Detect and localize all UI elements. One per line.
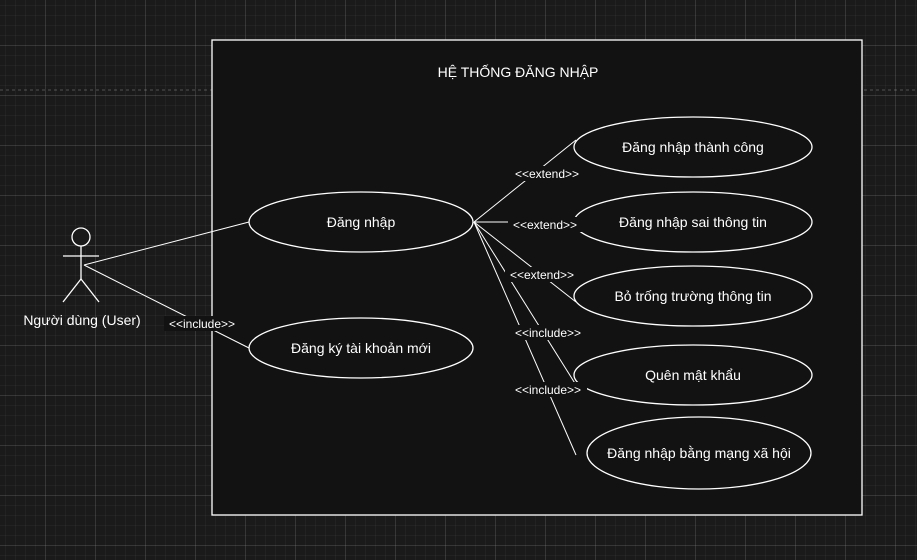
- use-case-social-login-label: Đăng nhập bằng mạng xã hội: [607, 445, 791, 461]
- label-bg-extend-empty: [505, 267, 579, 282]
- stereotype-extend-wrong: <<extend>>: [513, 218, 577, 232]
- actor-right-leg: [80, 278, 100, 303]
- label-bg-include-register: [164, 316, 240, 331]
- use-case-login[interactable]: [248, 191, 474, 253]
- actor-left-leg: [62, 278, 82, 303]
- actor-label: Người dùng (User): [23, 312, 140, 328]
- stereotype-extend-success: <<extend>>: [515, 167, 579, 181]
- stereotype-include-social: <<include>>: [515, 383, 581, 397]
- association-actor-register[interactable]: [83, 264, 250, 349]
- label-bg-extend-success: [509, 166, 585, 181]
- label-bg-include-forgot: [509, 325, 587, 340]
- use-case-empty-fields[interactable]: [573, 265, 813, 327]
- use-case-login-success[interactable]: [573, 116, 813, 178]
- use-case-social-login[interactable]: [586, 416, 812, 490]
- use-case-forgot-password[interactable]: [573, 344, 813, 406]
- stereotype-include-register: <<include>>: [169, 317, 235, 331]
- label-bg-include-social: [509, 382, 587, 397]
- actor-figure[interactable]: [62, 227, 100, 303]
- use-case-forgot-password-label: Quên mật khẩu: [645, 367, 741, 383]
- stereotype-extend-empty: <<extend>>: [510, 268, 574, 282]
- use-case-login-label: Đăng nhập: [327, 214, 396, 230]
- relation-forgot-password[interactable]: [473, 221, 577, 386]
- association-actor-login[interactable]: [83, 221, 250, 266]
- relation-empty-fields[interactable]: [473, 221, 577, 303]
- label-bg-extend-wrong: [508, 217, 582, 232]
- actor-head: [71, 227, 91, 247]
- use-case-login-wrong-label: Đăng nhập sai thông tin: [619, 214, 767, 230]
- stereotype-include-forgot: <<include>>: [515, 326, 581, 340]
- use-case-login-success-label: Đăng nhập thành công: [622, 139, 764, 155]
- use-case-register[interactable]: [248, 317, 474, 379]
- use-case-empty-fields-label: Bỏ trống trường thông tin: [614, 288, 771, 304]
- use-case-register-label: Đăng ký tài khoản mới: [291, 340, 431, 356]
- system-title: HỆ THỐNG ĐĂNG NHẬP: [438, 63, 599, 80]
